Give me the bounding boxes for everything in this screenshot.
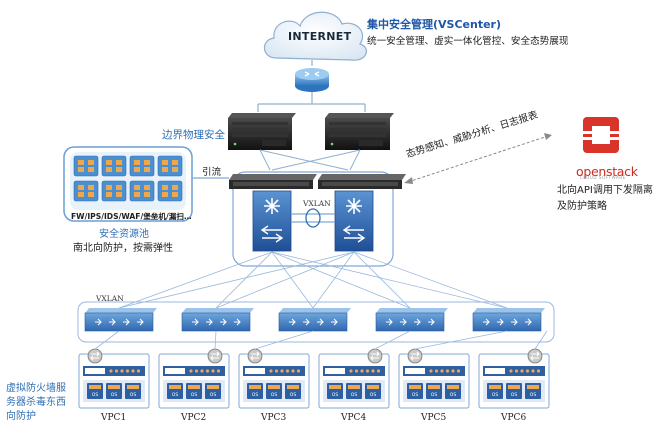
access-switch-icon [375, 308, 448, 332]
access-switch-icon [181, 308, 254, 332]
vm-os-tag: OS [130, 392, 137, 398]
vpc-block: OS OS OS [238, 353, 310, 409]
vm-os-tag: OS [431, 392, 438, 398]
vm-os-tag: OS [351, 392, 358, 398]
security-appliance-icon [101, 155, 127, 177]
access-switch-icon [472, 308, 545, 332]
security-appliance-icon [129, 155, 155, 177]
pool-title: 安全资源池 [99, 229, 149, 240]
vpc-block: OS OS OS [478, 353, 550, 409]
core-switch-icon [334, 190, 374, 252]
security-appliance-icon [73, 155, 99, 177]
vpc-label: VPC3 [261, 413, 287, 423]
vpc-block: OS OS OS [78, 353, 150, 409]
api-line-1: 北向API调用下发隔离 [557, 185, 653, 196]
core-switch-icon [252, 190, 292, 252]
security-appliance-icon [101, 180, 127, 202]
access-switch-icon [84, 308, 157, 332]
vm-os-tag: OS [412, 392, 419, 398]
vxlan-access-frame [77, 301, 555, 343]
vxlan-access-label: VXLAN [96, 294, 124, 303]
vm-os-tag: OS [332, 392, 339, 398]
virtual-firewall-icon [247, 348, 263, 364]
virtual-firewall-icon [527, 348, 543, 364]
vm-os-tag: OS [210, 392, 217, 398]
vm-os-tag: OS [271, 392, 278, 398]
access-switch-icon [278, 308, 351, 332]
bidirectional-arrow-icon [404, 133, 552, 184]
vpc-label: VPC4 [341, 413, 367, 423]
vm-os-tag: OS [290, 392, 297, 398]
vm-os-tag: OS [191, 392, 198, 398]
vm-os-tag: OS [511, 392, 518, 398]
openstack-logo-icon [583, 117, 619, 153]
vxlan-core-label: VXLAN [303, 199, 331, 208]
vpc-label: VPC2 [181, 413, 207, 423]
vm-os-tag: OS [370, 392, 377, 398]
vscenter-subtitle: 统一安全管理、虚实一体化管控、安全态势展现 [367, 36, 569, 47]
link-line [254, 330, 314, 350]
virtual-firewall-icon [407, 348, 423, 364]
security-appliance-icon [157, 155, 183, 177]
divert-label: 引流 [202, 167, 222, 178]
vscenter-title: 集中安全管理(VSCenter) [367, 18, 501, 31]
security-appliance-icon [129, 180, 155, 202]
core-frame [232, 171, 394, 267]
internet-label: INTERNET [288, 30, 352, 43]
vpc-block: OS OS OS [398, 353, 470, 409]
link-line [257, 92, 366, 112]
vpc-label: VPC1 [101, 413, 127, 423]
security-appliance-icon [157, 180, 183, 202]
physical-firewall-icon [228, 113, 296, 150]
physical-firewall-icon [325, 113, 394, 150]
router-icon [295, 68, 329, 92]
virtual-firewall-icon [367, 348, 383, 364]
link-line [374, 330, 411, 350]
vm-os-tag: OS [450, 392, 457, 398]
link-line [94, 330, 120, 350]
vm-os-tag: OS [111, 392, 118, 398]
virtual-firewall-label: 虚拟防火墙服务器杀毒东西向防护 [6, 383, 66, 422]
virtual-firewall-icon [207, 348, 223, 364]
internet-cloud-icon [263, 11, 368, 61]
link-line [534, 330, 548, 350]
fabric-links [118, 251, 508, 309]
border-security-label: 边界物理安全 [162, 129, 225, 141]
vpc-block: OS OS OS [158, 353, 230, 409]
vpc-label: VPC6 [501, 413, 527, 423]
vm-os-tag: OS [92, 392, 99, 398]
pool-functions-label: FW/IPS/IDS/WAF/堡垒机/漏扫… [71, 212, 192, 221]
link-line [259, 149, 361, 171]
virtual-firewall-icon [87, 348, 103, 364]
vpc-block: OS OS OS [318, 353, 390, 409]
vm-os-tag: OS [492, 392, 499, 398]
api-line-2: 及防护策略 [557, 201, 607, 212]
aggregation-switch-icon [318, 174, 406, 189]
link-line [214, 330, 217, 350]
vm-os-tag: OS [252, 392, 259, 398]
aggregation-switch-icon [229, 174, 317, 189]
vm-os-tag: OS [530, 392, 537, 398]
vpc-label: VPC5 [421, 413, 447, 423]
openstack-wordmark: openstack [576, 164, 638, 179]
openstack-tagline: CLOUD SOFTWARE [580, 175, 626, 180]
link-line [414, 330, 508, 350]
pool-description: 南北向防护，按需弹性 [73, 243, 173, 254]
security-appliance-icon [73, 180, 99, 202]
vm-os-tag: OS [172, 392, 179, 398]
